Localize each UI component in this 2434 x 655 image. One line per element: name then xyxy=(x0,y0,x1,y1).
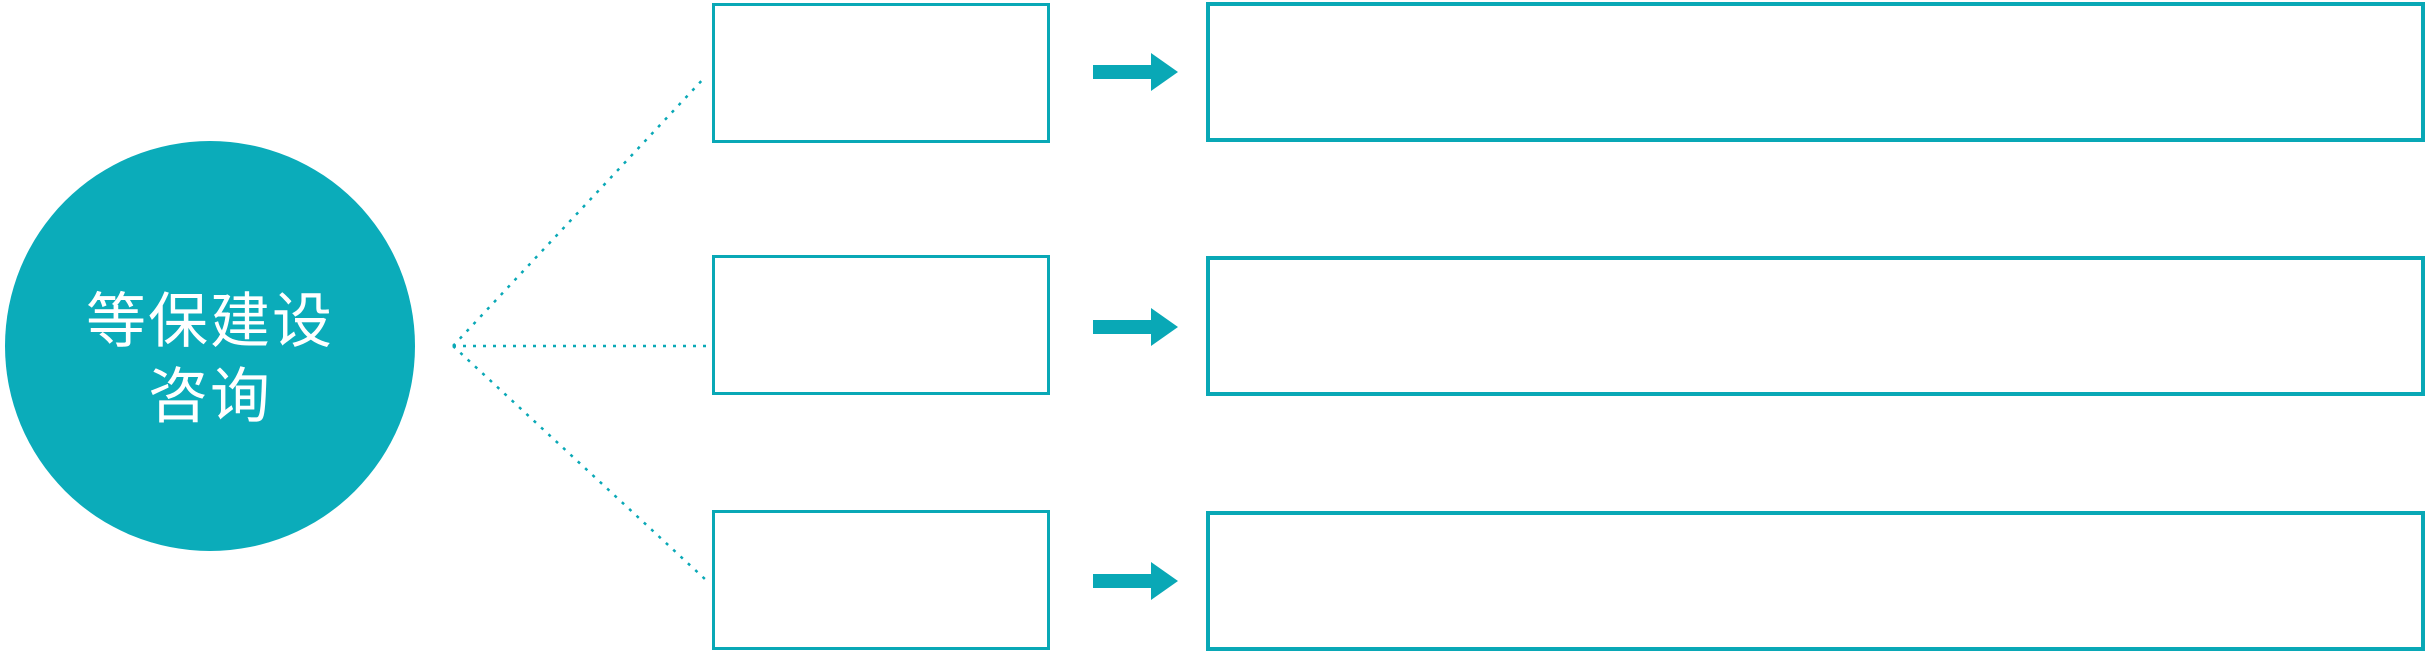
dotted-line-connector-top xyxy=(452,75,707,347)
arrow-right-icon xyxy=(1093,562,1178,600)
arrow-right-icon xyxy=(1093,308,1178,346)
arrow-right-icon xyxy=(1093,53,1178,91)
branch-box-3 xyxy=(712,510,1050,650)
root-node-label-line2: 咨询 xyxy=(148,363,272,430)
root-node-label-line1: 等保建设 xyxy=(86,288,334,355)
detail-box-3 xyxy=(1206,511,2425,651)
root-node-label: 等保建设 咨询 xyxy=(86,284,334,434)
detail-box-2 xyxy=(1206,256,2425,396)
detail-box-1 xyxy=(1206,2,2425,142)
branch-box-1 xyxy=(712,3,1050,143)
branch-box-2 xyxy=(712,255,1050,395)
root-node-circle: 等保建设 咨询 xyxy=(5,141,415,551)
dotted-line-connector-bottom xyxy=(452,345,707,581)
